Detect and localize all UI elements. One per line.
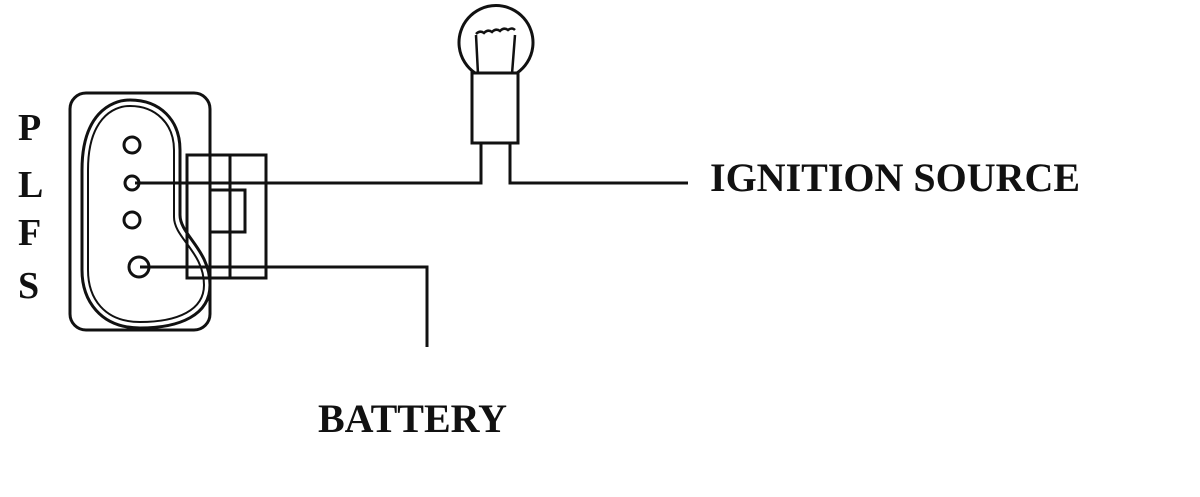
connector-tab	[185, 153, 268, 280]
pin-label-p: P	[18, 107, 41, 149]
wire-lamp-to-ignition	[508, 143, 688, 185]
wire-l-to-lamp	[135, 143, 483, 185]
connector-inner-outline	[80, 98, 212, 330]
pin-p	[122, 135, 142, 155]
pin-label-s: S	[18, 265, 39, 307]
pin-label-l: L	[18, 164, 43, 206]
battery-label: BATTERY	[318, 396, 507, 441]
pin-f	[122, 210, 142, 230]
ignition-source-label: IGNITION SOURCE	[710, 155, 1080, 200]
wire-s-to-battery	[140, 265, 429, 347]
pin-label-f: F	[18, 212, 41, 254]
lamp-bulb-icon	[457, 4, 535, 145]
